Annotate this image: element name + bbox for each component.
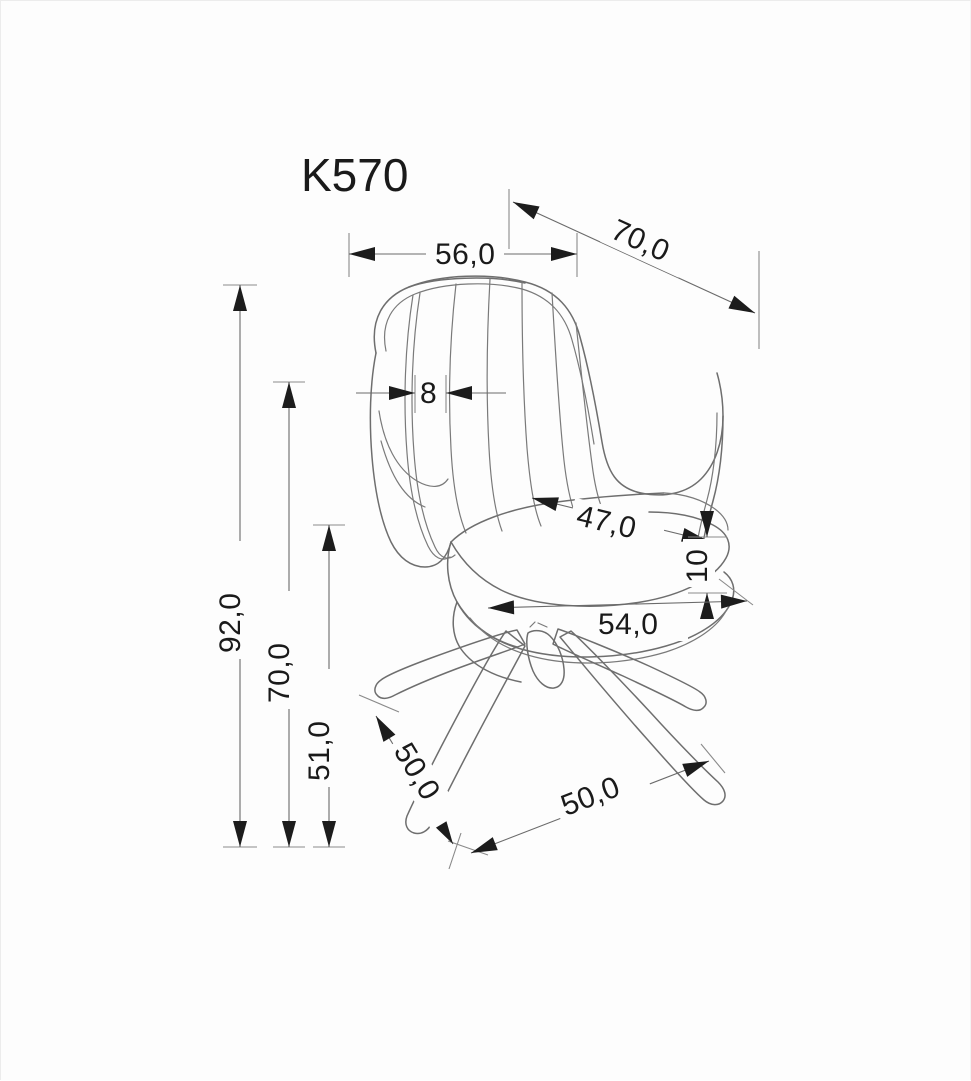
back-channel-5 — [575, 322, 607, 518]
dimension-54: 54,0 — [487, 578, 754, 641]
left-wing-lower-crease — [380, 440, 426, 508]
dimension-8-label: 8 — [420, 377, 437, 410]
back-left-seam-b — [411, 292, 456, 559]
leg-rear-right — [552, 628, 707, 712]
leg-front-left — [405, 630, 526, 835]
dimension-54-label: 54,0 — [598, 608, 658, 641]
seat-underside — [452, 601, 522, 683]
dimension-56-label: 56,0 — [435, 238, 495, 271]
swivel-stem — [529, 621, 548, 628]
dimension-56: 56,0 — [348, 233, 578, 277]
backrest-top-edge — [408, 277, 526, 288]
dimension-70-depth: 70,0 — [508, 189, 760, 349]
left-side-panel — [369, 352, 452, 568]
chair-illustration — [369, 275, 735, 835]
dimension-92-label: 92,0 — [214, 593, 247, 653]
back-channel-4 — [551, 292, 579, 522]
dimension-51: 51,0 — [303, 524, 345, 848]
right-armrest-outer — [701, 415, 724, 554]
dimension-47-label: 47,0 — [573, 499, 639, 545]
dimension-70-height: 70,0 — [263, 381, 305, 848]
seat-top-outline — [450, 511, 730, 607]
seat-band-bottom — [469, 608, 728, 664]
back-channel-3 — [521, 281, 542, 527]
back-channel-2 — [486, 278, 503, 532]
dimension-8: 8 — [356, 375, 506, 413]
dimension-51-label: 51,0 — [303, 721, 336, 781]
dimension-50-right: 50,0 — [448, 743, 726, 870]
leg-front-right — [559, 630, 726, 806]
shell-outline — [373, 275, 724, 496]
base-hub — [526, 629, 565, 689]
dimension-50-left: 50,0 — [358, 694, 489, 856]
dimension-47: 47,0 — [530, 491, 710, 554]
back-channel-1 — [449, 283, 467, 534]
backrest-inner-rim — [384, 283, 595, 445]
back-left-seam-a — [404, 294, 451, 560]
seat-rear-right — [664, 492, 729, 531]
dimension-92: 92,0 — [214, 284, 257, 848]
dimension-70-height-label: 70,0 — [263, 643, 296, 703]
seat-side-band — [456, 571, 735, 658]
dimension-10: 10 — [681, 511, 727, 619]
page-title: K570 — [301, 149, 408, 201]
leg-rear-left — [374, 629, 526, 700]
dimension-10-label: 10 — [681, 549, 714, 583]
